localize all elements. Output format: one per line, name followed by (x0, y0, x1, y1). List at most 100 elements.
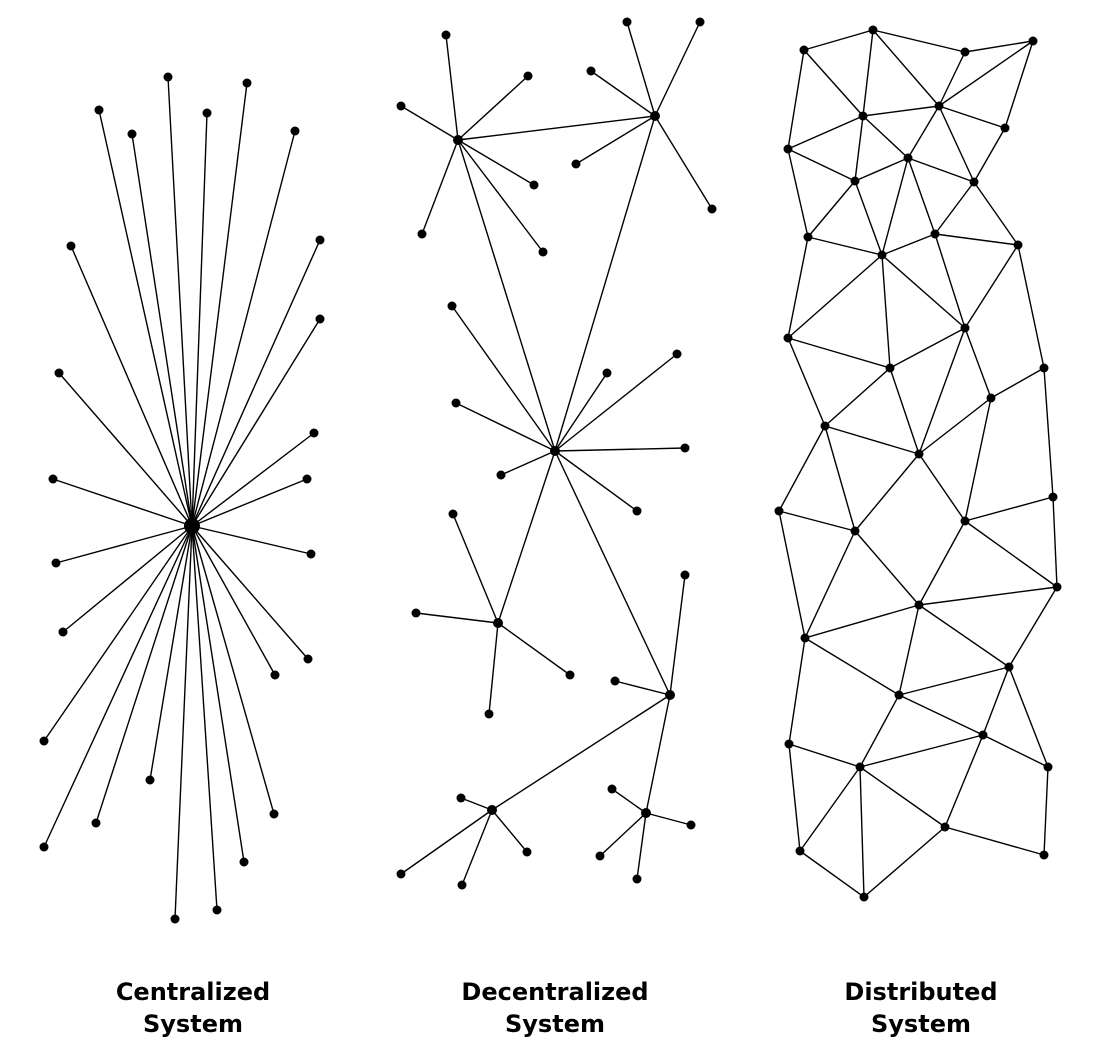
network-link (854, 157, 909, 182)
network-link (400, 105, 459, 141)
network-link (554, 447, 686, 452)
network-link (636, 812, 647, 880)
network-link (55, 525, 193, 564)
network-link (799, 766, 861, 852)
decentralized-network (396, 17, 717, 890)
network-node (986, 393, 996, 403)
network-link (191, 525, 276, 676)
network-node (1013, 240, 1023, 250)
caption-line-2: System (143, 1010, 243, 1038)
network-link (191, 432, 315, 527)
network-link (803, 29, 874, 51)
network-link (934, 233, 1019, 246)
network-link (787, 236, 809, 339)
network-link (191, 525, 309, 660)
network-link (787, 49, 805, 150)
network-node (51, 558, 61, 568)
network-link (654, 115, 713, 210)
network-node (447, 301, 457, 311)
network-link (938, 105, 1006, 129)
network-link (788, 743, 801, 852)
network-node (978, 730, 988, 740)
network-link (918, 586, 1058, 606)
hub-node (665, 690, 675, 700)
network-link (787, 337, 891, 369)
network-link (862, 29, 874, 117)
network-link (824, 425, 920, 455)
network-link (457, 139, 535, 186)
network-link (881, 157, 909, 256)
network-link (62, 525, 193, 633)
network-node (803, 232, 813, 242)
network-link (149, 525, 193, 781)
network-link (918, 604, 1010, 668)
network-link (982, 734, 1049, 768)
network-node (411, 608, 421, 618)
network-link (491, 809, 528, 853)
network-link (973, 127, 1006, 183)
network-node (1000, 123, 1010, 133)
network-node (680, 443, 690, 453)
hub-node (641, 808, 651, 818)
network-link (654, 21, 701, 117)
network-node (774, 506, 784, 516)
network-link (191, 525, 312, 555)
network-link (859, 734, 984, 768)
network-link (645, 812, 692, 826)
network-node (914, 600, 924, 610)
network-link (488, 622, 499, 715)
network-link (1043, 367, 1054, 498)
network-link (778, 510, 856, 532)
network-link (554, 115, 656, 452)
network-node (602, 368, 612, 378)
network-node (315, 235, 325, 245)
network-link (881, 254, 891, 369)
network-link (907, 105, 940, 159)
network-link (191, 318, 321, 527)
network-node (538, 247, 548, 257)
network-link (938, 51, 966, 107)
network-node (127, 129, 137, 139)
network-link (1043, 766, 1049, 856)
network-node (417, 229, 427, 239)
network-node (396, 101, 406, 111)
network-link (859, 766, 865, 898)
network-node (1039, 363, 1049, 373)
network-link (457, 139, 556, 452)
network-node (940, 822, 950, 832)
network-link (859, 766, 946, 828)
network-link (854, 115, 864, 182)
network-node (529, 180, 539, 190)
network-node (607, 784, 617, 794)
network-link (824, 367, 891, 427)
network-link (862, 115, 909, 159)
network-link (803, 49, 864, 117)
network-link (191, 525, 275, 815)
network-node (39, 842, 49, 852)
network-link (778, 510, 806, 639)
network-node (672, 349, 682, 359)
network-link (964, 244, 1019, 329)
network-node (632, 874, 642, 884)
network-link (1004, 40, 1034, 129)
network-link (95, 525, 193, 824)
network-node (695, 17, 705, 27)
network-node (800, 633, 810, 643)
network-node (1048, 492, 1058, 502)
network-link (554, 372, 608, 452)
network-link (804, 604, 920, 639)
network-link (500, 450, 556, 476)
network-link (191, 525, 218, 911)
network-node (1052, 582, 1062, 592)
hub-node (493, 618, 503, 628)
network-link (43, 525, 193, 848)
network-node (522, 847, 532, 857)
network-node (239, 857, 249, 867)
network-link (461, 809, 493, 886)
network-link (907, 157, 975, 183)
network-link (863, 826, 946, 898)
caption-line-2: System (871, 1010, 971, 1038)
network-link (191, 478, 308, 527)
network-node (686, 820, 696, 830)
network-link (964, 520, 1058, 588)
